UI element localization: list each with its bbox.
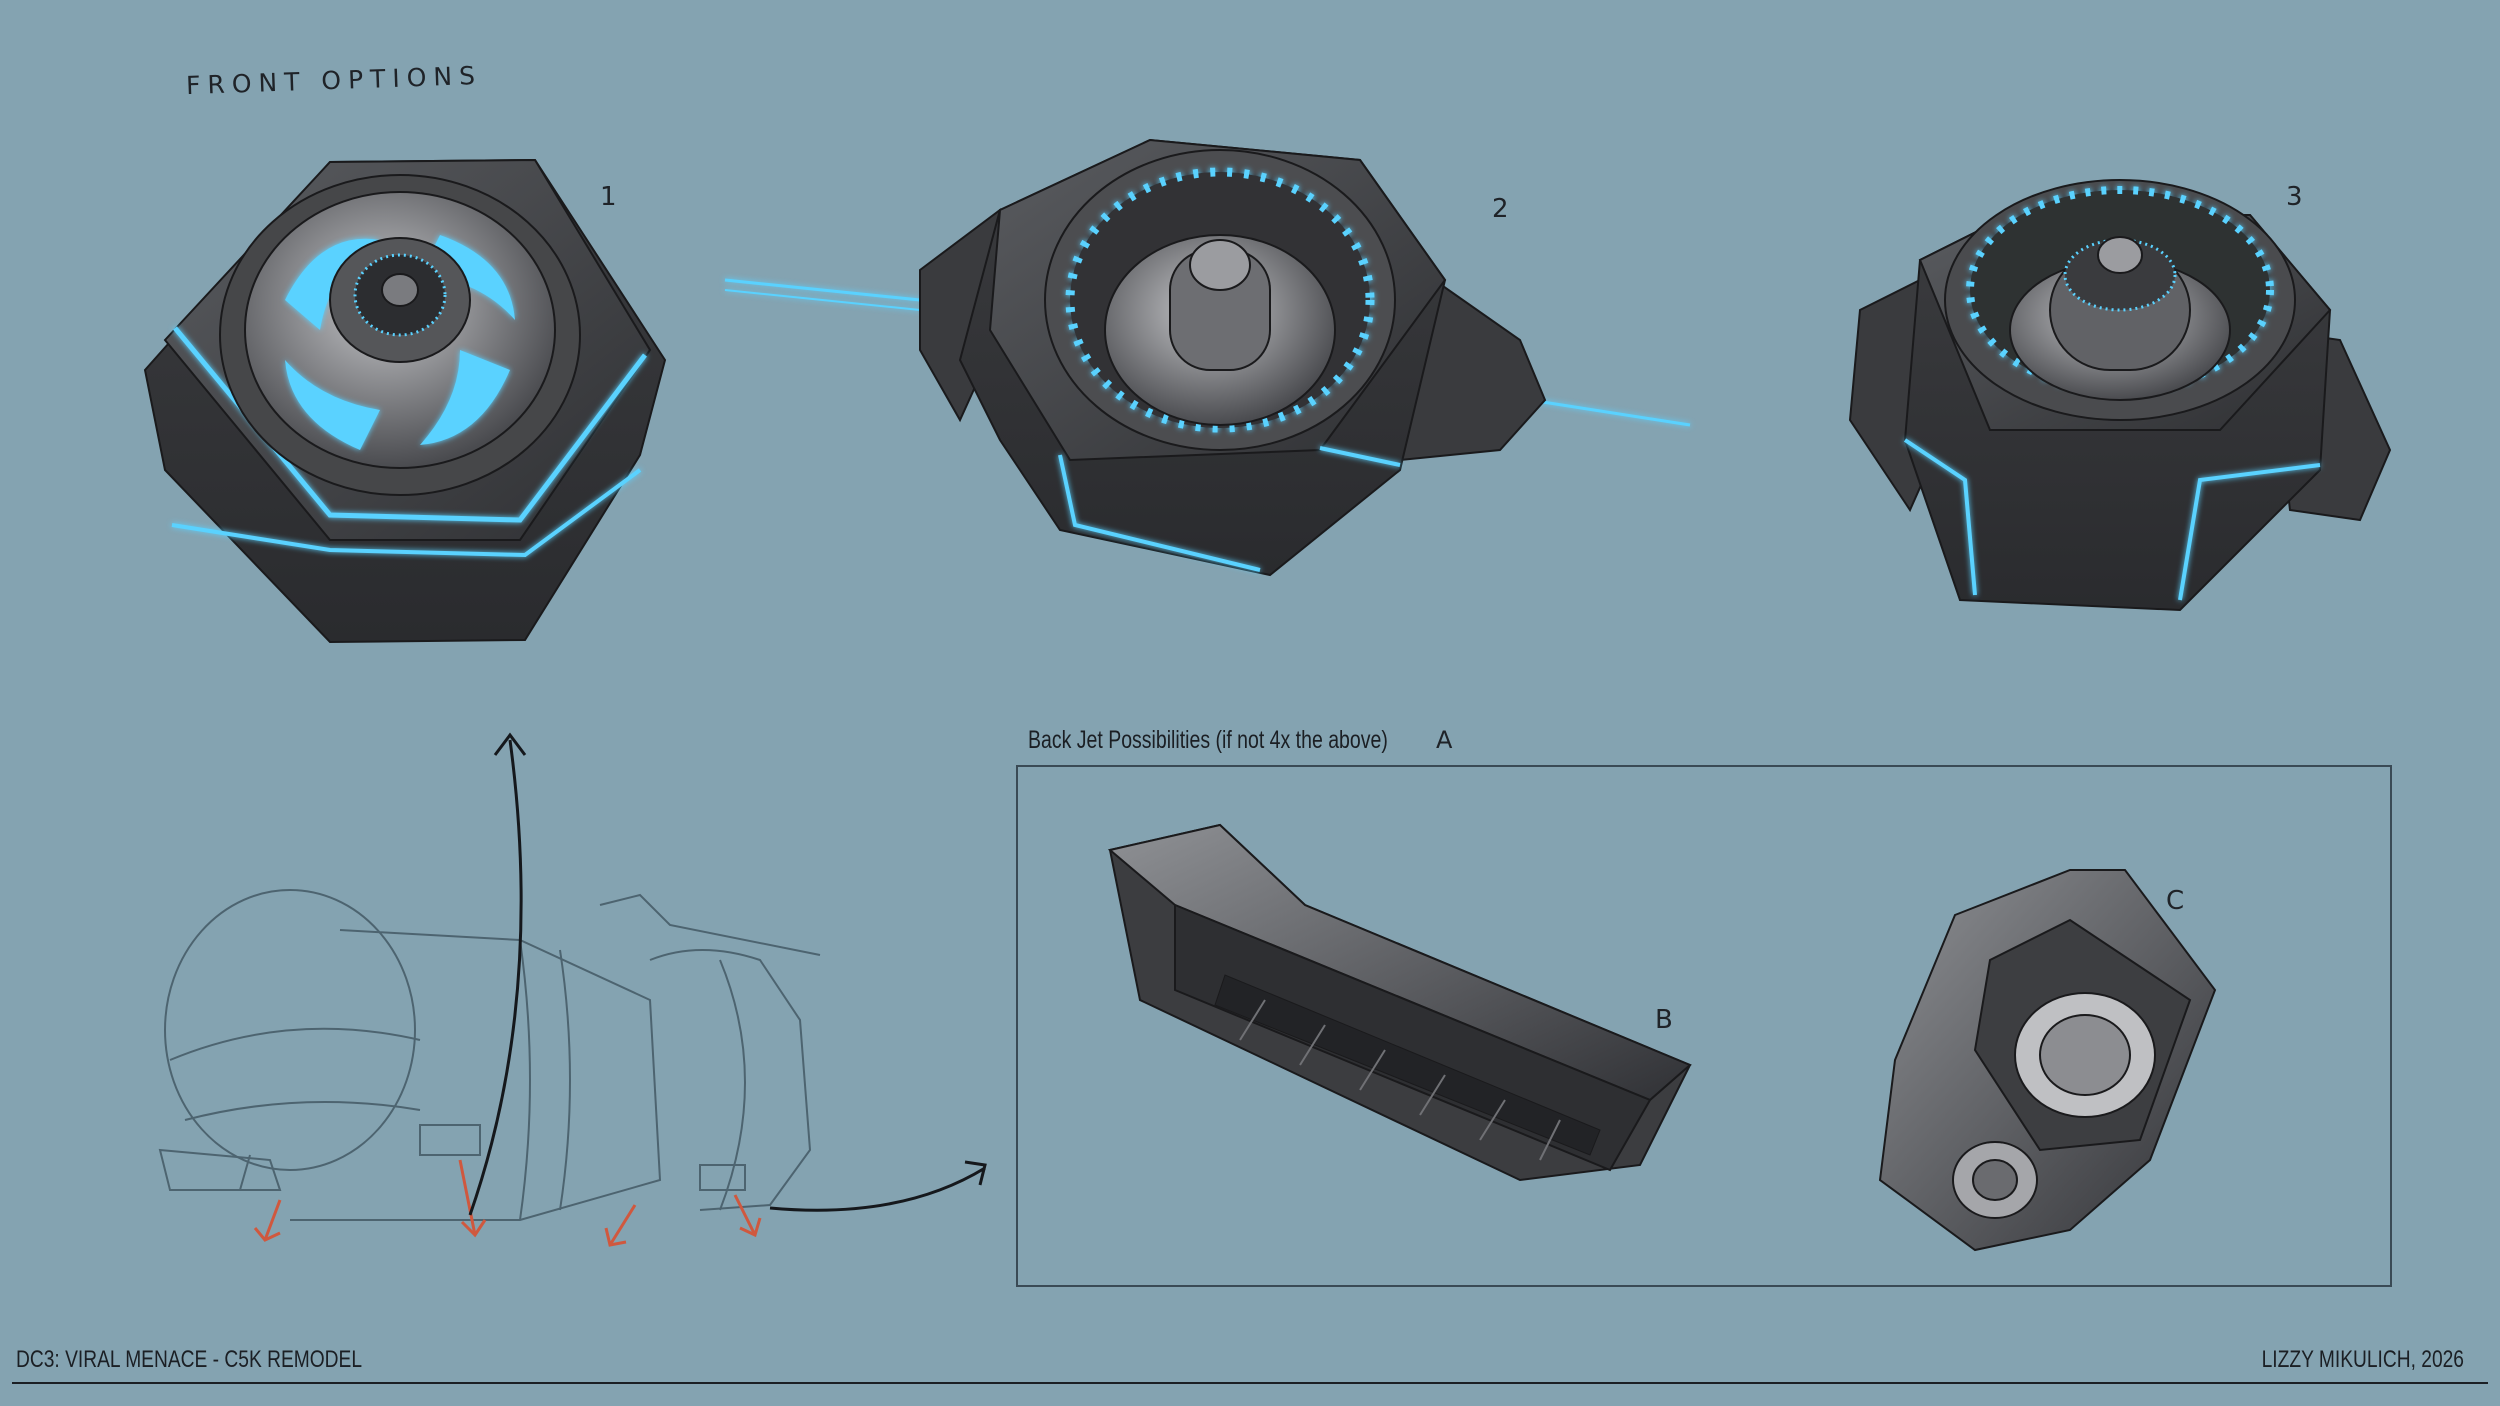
back-jet-marker: A <box>1436 726 1453 754</box>
front-option-2-number: 2 <box>1492 194 1509 224</box>
artist-credit: LIZZY MIKULICH, 2026 <box>2261 1346 2464 1373</box>
front-option-2-drawing <box>724 138 1691 577</box>
project-title: DC3: VIRAL MENACE - C5K REMODEL <box>16 1346 363 1373</box>
back-jet-option-c-letter: C <box>2166 886 2185 916</box>
front-option-1-drawing <box>143 158 667 644</box>
front-option-1-number: 1 <box>600 182 617 212</box>
front-option-3-drawing <box>1848 179 2392 612</box>
arrow-to-front-options <box>468 732 527 1216</box>
front-option-3-number: 3 <box>2286 182 2303 212</box>
footer-divider <box>12 1382 2488 1384</box>
back-jet-title: Back Jet Possibilities (if not 4x the ab… <box>1028 726 1388 754</box>
ship-sketch <box>158 889 821 1221</box>
back-jet-option-b-letter: B <box>1655 1005 1673 1035</box>
back-jet-option-b-drawing <box>1107 823 1692 1182</box>
back-jet-option-c-drawing <box>1878 869 2217 1252</box>
arrow-to-back-jets <box>769 1160 987 1212</box>
thruster-arrows <box>253 1159 762 1247</box>
back-jet-frame <box>1016 765 2392 1287</box>
